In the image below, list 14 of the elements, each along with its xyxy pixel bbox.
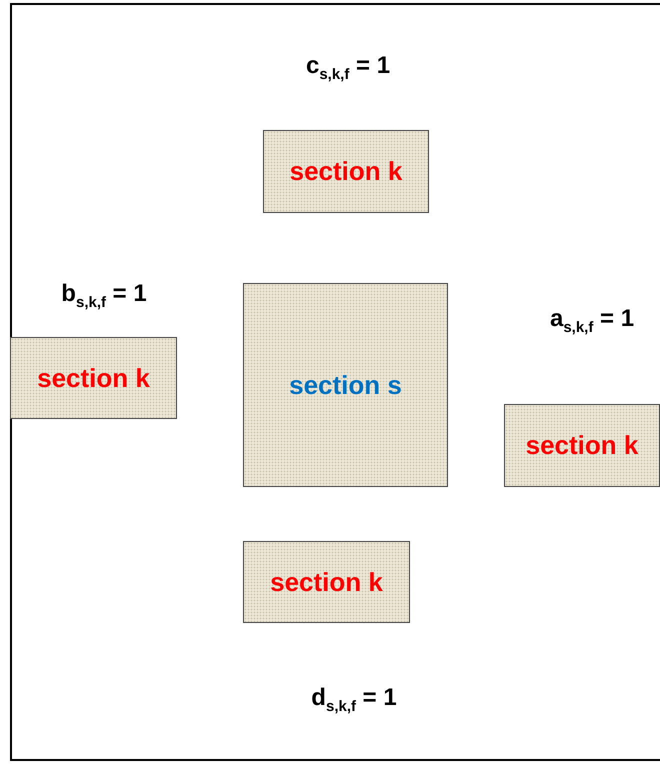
condition-label: a$_{s,k,f}$ = 1 [550,305,634,336]
section-box [504,404,660,487]
condition-label: d$_{s,k,f}$ = 1 [311,684,397,715]
condition-label: c$_{s,k,f}$ = 1 [306,52,390,83]
section-label: section k [290,156,402,187]
section-label: section s [289,370,402,400]
section-label: section k [526,430,638,461]
section-label: section k [270,566,383,598]
condition-label: b$_{s,k,f}$ = 1 [61,280,147,311]
section-label: section k [37,362,150,394]
section-box [243,541,410,623]
section-box [263,130,429,213]
section-box [10,337,177,419]
section-box [243,283,448,487]
